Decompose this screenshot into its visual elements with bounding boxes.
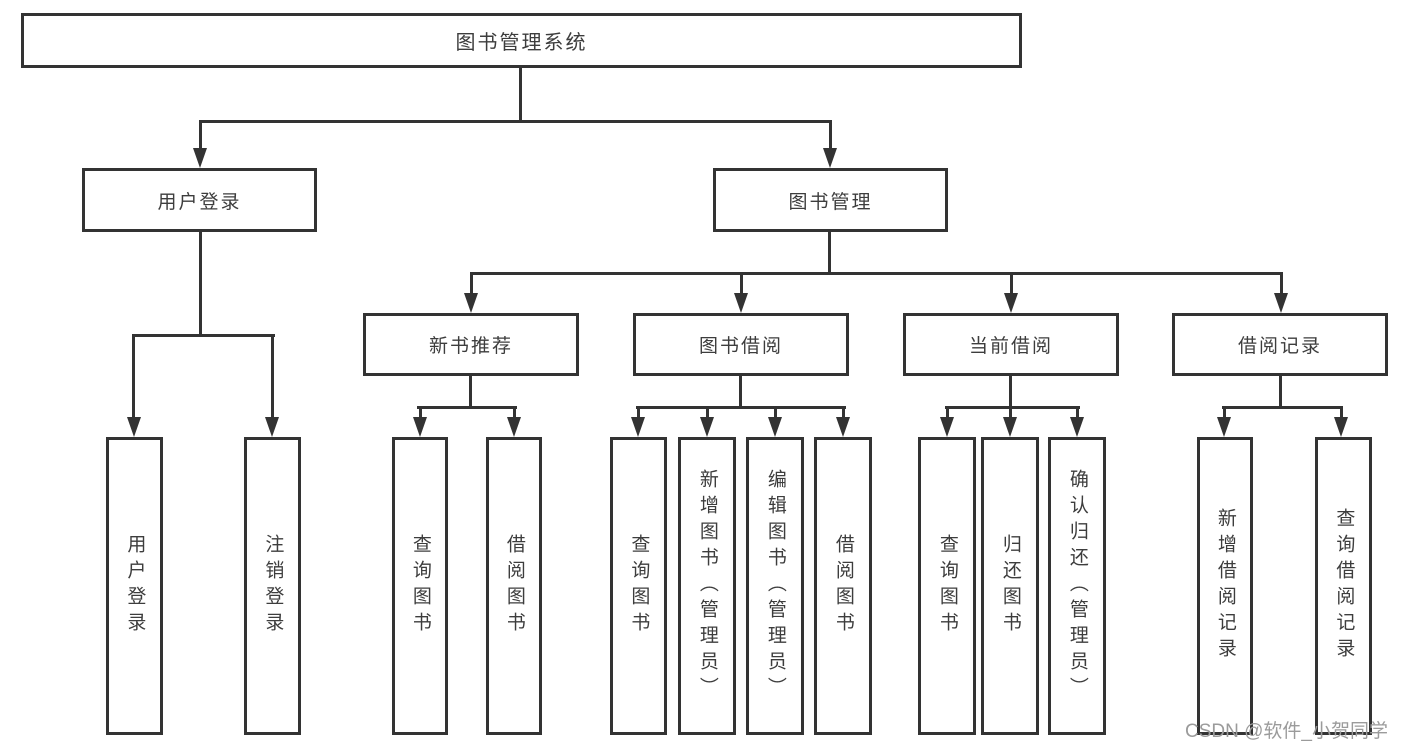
node-label: 确认归还（管理员） bbox=[1066, 469, 1088, 703]
node-label: 查询图书 bbox=[936, 534, 958, 638]
arrow-down-icon bbox=[734, 293, 748, 313]
node-label: 借阅图书 bbox=[832, 534, 854, 638]
connector-stem bbox=[842, 406, 845, 419]
connector-bar bbox=[1222, 406, 1343, 409]
node-label: 查询图书 bbox=[628, 534, 650, 638]
node-label: 当前借阅 bbox=[968, 336, 1053, 357]
arrow-down-icon bbox=[823, 148, 837, 168]
arrow-down-icon bbox=[265, 417, 279, 437]
node-root-library-system: 图书管理系统 bbox=[21, 13, 1022, 68]
connector-stem bbox=[1280, 272, 1283, 295]
connector-stem bbox=[469, 376, 472, 408]
arrow-down-icon bbox=[507, 417, 521, 437]
leaf-add-book-admin: 新增图书（管理员） bbox=[678, 437, 736, 735]
connector-level2-bar bbox=[470, 272, 1283, 275]
arrow-down-icon bbox=[1274, 293, 1288, 313]
connector-stem bbox=[271, 334, 274, 418]
connector-stem bbox=[513, 406, 516, 419]
node-label: 借阅图书 bbox=[503, 534, 525, 638]
leaf-edit-book-admin: 编辑图书（管理员） bbox=[746, 437, 804, 735]
connector-bar bbox=[636, 406, 846, 409]
leaf-query-books-recommend: 查询图书 bbox=[392, 437, 448, 735]
connector-stem bbox=[1076, 406, 1079, 419]
node-label: 查询图书 bbox=[409, 534, 431, 638]
leaf-borrow-books-recommend: 借阅图书 bbox=[486, 437, 542, 735]
node-borrowing-records: 借阅记录 bbox=[1172, 313, 1388, 376]
node-label: 编辑图书（管理员） bbox=[764, 469, 786, 703]
node-label: 用户登录 bbox=[157, 191, 242, 213]
connector-stem bbox=[1223, 406, 1226, 419]
connector-stem bbox=[828, 232, 831, 275]
arrow-down-icon bbox=[1217, 417, 1231, 437]
connector-stem bbox=[1340, 406, 1343, 419]
connector-stem bbox=[739, 376, 742, 408]
leaf-query-borrow-record: 查询借阅记录 bbox=[1315, 437, 1372, 735]
connector-stem bbox=[1010, 272, 1013, 295]
node-new-book-recommendation: 新书推荐 bbox=[363, 313, 579, 376]
connector-stem bbox=[637, 406, 640, 419]
leaf-borrow-books-borrowing: 借阅图书 bbox=[814, 437, 872, 735]
arrow-down-icon bbox=[1003, 417, 1017, 437]
connector-stem bbox=[1009, 376, 1012, 408]
node-current-borrowing: 当前借阅 bbox=[903, 313, 1119, 376]
node-label: 查询借阅记录 bbox=[1333, 508, 1355, 664]
connector-bar bbox=[417, 406, 517, 409]
connector-stem bbox=[419, 406, 422, 419]
arrow-down-icon bbox=[768, 417, 782, 437]
connector-stem bbox=[1279, 376, 1282, 408]
arrow-down-icon bbox=[464, 293, 478, 313]
connector-stem bbox=[199, 120, 202, 150]
arrow-down-icon bbox=[413, 417, 427, 437]
leaf-query-books-borrowing: 查询图书 bbox=[610, 437, 667, 735]
connector-stem bbox=[132, 334, 135, 418]
node-label: 用户登录 bbox=[124, 534, 146, 638]
connector-stem bbox=[946, 406, 949, 419]
node-label: 图书管理 bbox=[788, 191, 873, 213]
connector-stem bbox=[774, 406, 777, 419]
arrow-down-icon bbox=[940, 417, 954, 437]
connector-root-stem bbox=[519, 68, 522, 122]
leaf-query-books-current: 查询图书 bbox=[918, 437, 976, 735]
connector-stem bbox=[706, 406, 709, 419]
arrow-down-icon bbox=[1334, 417, 1348, 437]
node-label: 借阅记录 bbox=[1237, 336, 1322, 357]
leaf-logout: 注销登录 bbox=[244, 437, 301, 735]
leaf-return-book: 归还图书 bbox=[981, 437, 1039, 735]
connector-bar bbox=[132, 334, 275, 337]
node-label: 图书管理系统 bbox=[455, 32, 588, 54]
arrow-down-icon bbox=[631, 417, 645, 437]
node-label: 新增借阅记录 bbox=[1214, 508, 1236, 664]
arrow-down-icon bbox=[700, 417, 714, 437]
csdn-watermark: CSDN @软件_小贺同学 bbox=[1185, 721, 1388, 742]
node-label: 归还图书 bbox=[999, 534, 1021, 638]
leaf-user-login: 用户登录 bbox=[106, 437, 163, 735]
arrow-down-icon bbox=[1004, 293, 1018, 313]
node-user-login: 用户登录 bbox=[82, 168, 317, 232]
connector-bar bbox=[945, 406, 1080, 409]
node-label: 新书推荐 bbox=[428, 336, 513, 357]
connector-stem bbox=[829, 120, 832, 150]
leaf-add-borrow-record: 新增借阅记录 bbox=[1197, 437, 1253, 735]
arrow-down-icon bbox=[127, 417, 141, 437]
connector-stem bbox=[470, 272, 473, 295]
connector-stem bbox=[199, 232, 202, 336]
node-label: 注销登录 bbox=[262, 534, 284, 638]
node-book-management: 图书管理 bbox=[713, 168, 948, 232]
node-label: 图书借阅 bbox=[698, 336, 783, 357]
leaf-confirm-return-admin: 确认归还（管理员） bbox=[1048, 437, 1106, 735]
connector-stem bbox=[740, 272, 743, 295]
connector-level1-bar bbox=[199, 120, 832, 123]
arrow-down-icon bbox=[193, 148, 207, 168]
arrow-down-icon bbox=[836, 417, 850, 437]
arrow-down-icon bbox=[1070, 417, 1084, 437]
node-book-borrowing: 图书借阅 bbox=[633, 313, 849, 376]
connector-stem bbox=[1009, 406, 1012, 419]
node-label: 新增图书（管理员） bbox=[696, 469, 718, 703]
